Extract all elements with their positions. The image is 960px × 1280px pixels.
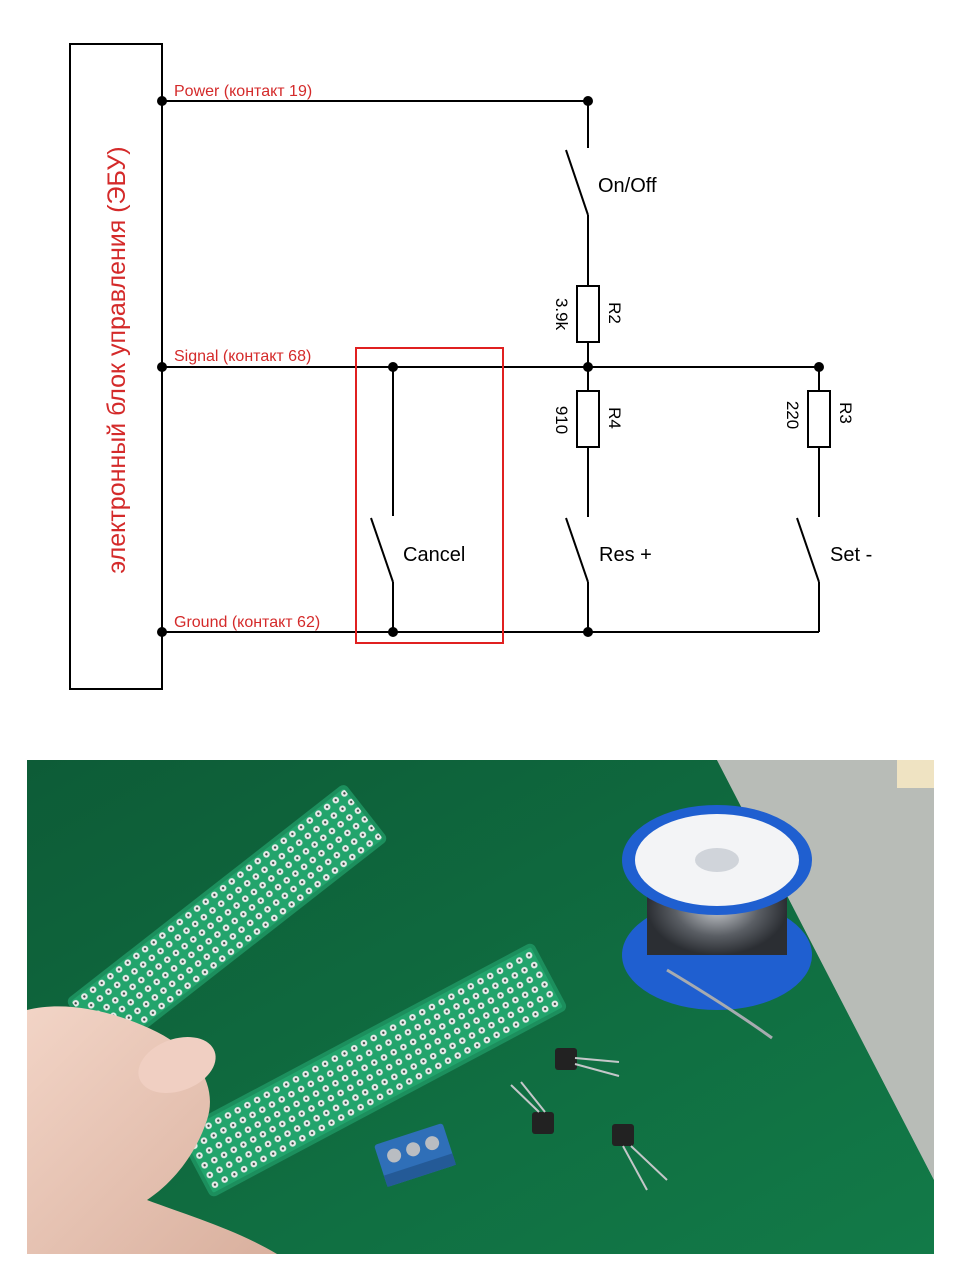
tactile-button-2 (510, 1081, 554, 1134)
tactile-button-3 (612, 1124, 668, 1191)
cancel-switch-label: Cancel (403, 544, 465, 566)
onoff-switch-label: On/Off (598, 175, 657, 197)
tactile-button-1 (555, 1048, 620, 1077)
screw-terminal-block (374, 1123, 457, 1188)
cancel-highlight-box (355, 347, 504, 644)
res-plus-switch-label: Res + (599, 544, 652, 566)
resistor-r4 (576, 390, 600, 448)
ecu-label: электронный блок управления (ЭБУ) (103, 146, 131, 573)
resistor-r2 (576, 285, 600, 343)
r2-value: 3.9k (552, 298, 571, 331)
circuit-schematic: электронный блок управления (ЭБУ) Power … (69, 43, 872, 690)
set-switch-blade (796, 517, 820, 583)
set-minus-switch-label: Set - (830, 544, 872, 566)
pcb-board-front (177, 943, 567, 1197)
signal-node-ecu (157, 362, 167, 372)
r3-name: R3 (836, 402, 855, 424)
solder-wire-spool (622, 805, 812, 1040)
hand-thumb (27, 1006, 277, 1254)
ecu-block (69, 43, 163, 690)
onoff-switch-blade (565, 149, 589, 216)
ground-label: Ground (контакт 62) (174, 614, 320, 631)
thumbnail (138, 1036, 216, 1094)
res-switch-blade (565, 517, 589, 583)
components-photo (27, 760, 934, 1254)
resistor-r3 (807, 390, 831, 448)
ground-node-cancel (388, 627, 398, 637)
signal-label: Signal (контакт 68) (174, 348, 311, 365)
r4-name: R4 (605, 407, 624, 429)
r3-value: 220 (783, 401, 802, 429)
power-node-ecu (157, 96, 167, 106)
power-label: Power (контакт 19) (174, 83, 312, 100)
r2-name: R2 (605, 302, 624, 324)
cancel-switch-blade (370, 517, 394, 583)
tape-roll (897, 760, 934, 788)
r4-value: 910 (552, 406, 571, 434)
ground-node-res (583, 627, 593, 637)
ground-node-ecu (157, 627, 167, 637)
